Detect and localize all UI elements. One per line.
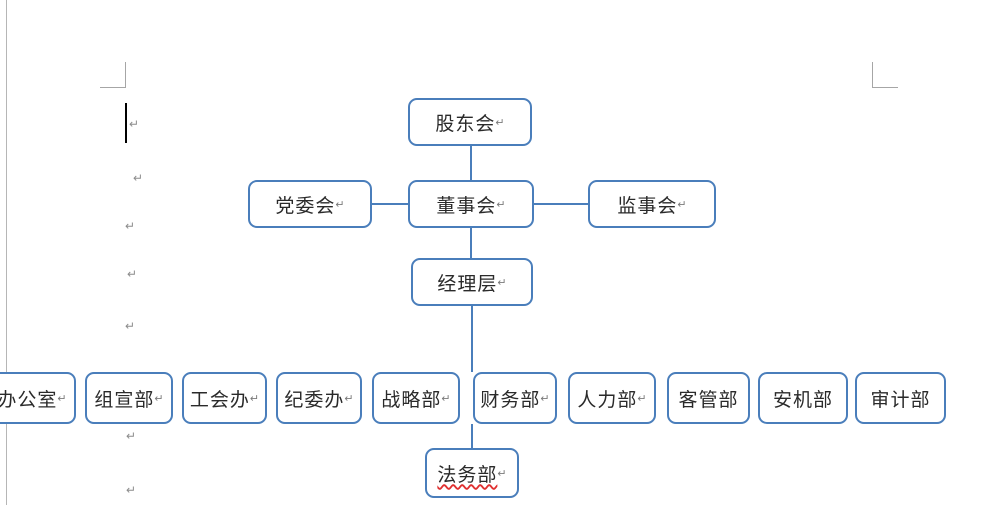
org-node-label: 组宣部 [94, 389, 155, 411]
org-node-n2[interactable]: 党委会↵ [248, 180, 372, 228]
org-node-d10[interactable]: 审计部 [855, 372, 946, 424]
org-node-d5[interactable]: 战略部↵ [372, 372, 460, 424]
paragraph-mark: ↵ [57, 392, 67, 405]
paragraph-mark: ↵ [495, 116, 505, 129]
org-node-d6[interactable]: 财务部↵ [473, 372, 557, 424]
paragraph-mark: ↵ [335, 198, 345, 211]
page-left-edge-line [6, 0, 7, 505]
org-node-d9[interactable]: 安机部 [758, 372, 848, 424]
org-node-d4[interactable]: 纪委办↵ [276, 372, 362, 424]
crop-mark-top-left [100, 62, 126, 88]
org-node-label: 法务部 [437, 464, 498, 486]
org-node-label: 党委会 [275, 195, 336, 217]
connector-party-to-board [372, 203, 408, 205]
org-node-label: 董事会 [436, 195, 497, 217]
paragraph-mark: ↵ [249, 392, 260, 405]
org-node-n3[interactable]: 董事会↵ [408, 180, 534, 228]
paragraph-mark: ↵ [125, 319, 136, 333]
org-node-label: 股东会 [435, 113, 496, 135]
paragraph-mark: ↵ [127, 267, 138, 281]
connector-departments-to-legal [471, 424, 473, 448]
paragraph-mark: ↵ [125, 219, 136, 233]
paragraph-mark: ↵ [637, 392, 647, 405]
paragraph-mark: ↵ [133, 171, 144, 185]
org-node-d1[interactable]: 办公室↵ [0, 372, 76, 424]
connector-shareholders-to-board [470, 146, 472, 180]
org-node-n1[interactable]: 股东会↵ [408, 98, 532, 146]
connector-manager-to-departments [471, 306, 473, 372]
org-node-label: 审计部 [870, 389, 931, 411]
paragraph-mark: ↵ [677, 198, 687, 211]
paragraph-mark: ↵ [540, 392, 550, 405]
org-node-d8[interactable]: 客管部 [667, 372, 750, 424]
paragraph-mark: ↵ [441, 392, 451, 405]
paragraph-mark: ↵ [154, 392, 164, 405]
org-node-label: 人力部 [577, 389, 638, 411]
org-node-label: 经理层 [437, 273, 498, 295]
paragraph-mark: ↵ [496, 198, 506, 211]
paragraph-mark: ↵ [344, 392, 354, 405]
crop-mark-top-right [872, 62, 898, 88]
paragraph-mark: ↵ [126, 483, 137, 497]
org-node-d2[interactable]: 组宣部↵ [85, 372, 173, 424]
paragraph-mark: ↵ [497, 276, 507, 289]
paragraph-mark: ↵ [497, 467, 507, 480]
connector-board-to-manager [470, 228, 472, 258]
org-node-d11[interactable]: 法务部↵ [425, 448, 519, 498]
org-node-label: 战略部 [381, 389, 442, 411]
text-cursor [125, 103, 127, 143]
org-node-label: 财务部 [480, 389, 541, 411]
org-node-label: 办公室 [0, 389, 58, 411]
org-node-label: 监事会 [617, 195, 678, 217]
org-node-label: 工会办 [189, 389, 250, 411]
org-node-label: 安机部 [772, 389, 833, 411]
org-node-d7[interactable]: 人力部↵ [568, 372, 656, 424]
connector-board-to-supervisors [534, 203, 588, 205]
paragraph-mark: ↵ [126, 429, 137, 443]
org-node-label: 纪委办 [284, 389, 345, 411]
org-node-n5[interactable]: 经理层↵ [411, 258, 533, 306]
org-node-d3[interactable]: 工会办↵ [182, 372, 267, 424]
paragraph-mark: ↵ [129, 117, 140, 131]
org-node-n4[interactable]: 监事会↵ [588, 180, 716, 228]
org-node-label: 客管部 [678, 389, 739, 411]
